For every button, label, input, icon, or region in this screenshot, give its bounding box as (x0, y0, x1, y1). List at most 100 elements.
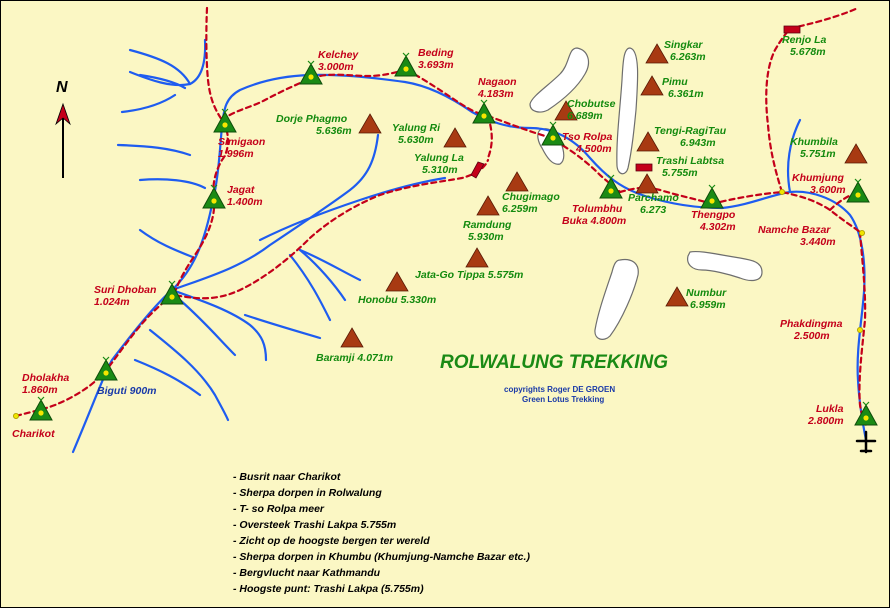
label-phakdingma-elev: 2.500m (793, 330, 830, 342)
trail-main (14, 158, 490, 418)
village-icon (472, 99, 496, 124)
river-w-2 (138, 178, 207, 190)
legend-item: - Bergvlucht naar Kathmandu (233, 567, 381, 579)
trail-north (172, 6, 230, 297)
passes (470, 25, 801, 179)
label-charikot: Charikot (12, 428, 55, 440)
pass-trashi-labtsa-icon (635, 163, 653, 172)
mountain-icon (358, 113, 382, 134)
peaks (340, 43, 868, 348)
legend-item: - Hoogste punt: Trashi Lakpa (5.755m) (233, 583, 424, 595)
label-chobutse-elev: 6.689m (567, 110, 603, 122)
pass-yalung-la-icon (470, 161, 485, 179)
label-nagaon: Nagaon (478, 76, 517, 88)
mountain-icon (844, 143, 868, 164)
label-jagat: Jagat (227, 184, 255, 196)
river-khumbu-upper (786, 118, 802, 194)
label-lukla: Lukla (816, 403, 844, 415)
label-pimu-elev: 6.361m (668, 88, 704, 100)
label-biguti: Biguti 900m (97, 385, 157, 397)
river-jatago (298, 248, 362, 282)
label-tolumbhu: Tolumbhu (572, 203, 623, 215)
mountain-icon (665, 286, 689, 307)
mountain-icon (476, 195, 500, 216)
glacier-south (594, 258, 639, 340)
north-arrow-icon (55, 102, 71, 126)
copyright-line-2: Green Lotus Trekking (522, 395, 604, 404)
label-suri-dhoban-elev: 1.024m (94, 296, 130, 308)
villages (29, 52, 878, 426)
village-icon (202, 184, 226, 209)
north-arrow: N (55, 79, 71, 178)
village-icon (94, 356, 118, 381)
label-khumjung-elev: 3.600m (810, 184, 846, 196)
label-thengpo: Thengpo (691, 209, 736, 221)
label-trashi-labtsa: Trashi Labtsa (656, 155, 724, 167)
village-icon (29, 396, 53, 421)
river-south-2 (178, 298, 237, 357)
label-suri-dhoban: Suri Dhoban (94, 284, 156, 296)
label-chugimago-elev: 6.259m (502, 203, 538, 215)
label-jagat-elev: 1.400m (227, 196, 263, 208)
junction-phakdingma (857, 326, 864, 333)
river-nw-1 (120, 93, 177, 114)
river-honobu (298, 248, 347, 302)
label-yalung-ri-elev: 5.630m (398, 134, 434, 146)
village-icon (599, 174, 623, 199)
legend-item: - T- so Rolpa meer (233, 503, 325, 515)
label-yalung-ri: Yalung Ri (392, 122, 441, 134)
label-tso-rolpa-elev: 4.500m (575, 143, 612, 155)
label-lukla-elev: 2.800m (807, 415, 844, 427)
label-beding: Beding (418, 47, 454, 59)
label-dholakha-elev: 1.860m (22, 384, 58, 396)
label-renjo-la-elev: 5.678m (790, 46, 826, 58)
legend-item: - Oversteek Trashi Lakpa 5.755m (233, 519, 396, 531)
label-beding-elev: 3.693m (418, 59, 454, 71)
village-icon (541, 121, 565, 146)
junction-charikot (12, 412, 19, 419)
label-tengi-ragitau-elev: 6.943m (680, 137, 716, 149)
label-renjo-la: Renjo La (782, 34, 826, 46)
label-numbur: Numbur (686, 287, 727, 299)
legend: - Busrit naar Charikot - Sherpa dorpen i… (233, 471, 530, 595)
mountain-icon (443, 127, 467, 148)
label-kelchey: Kelchey (318, 49, 359, 61)
mountain-icon (635, 173, 659, 194)
label-namche-bazar-elev: 3.440m (800, 236, 836, 248)
label-singkar: Singkar (664, 39, 703, 51)
trail-thengpo-namche (710, 190, 862, 234)
village-icon (854, 401, 878, 426)
label-simigaon: Simigaon (218, 136, 265, 148)
mountain-icon (640, 75, 664, 96)
label-dorje-phagmo-elev: 5.636m (316, 125, 352, 137)
label-thengpo-elev: 4.302m (699, 221, 736, 233)
mountain-icon (505, 171, 529, 192)
label-khumjung: Khumjung (792, 172, 844, 184)
glacier-numbur (687, 250, 763, 282)
north-label: N (56, 79, 68, 96)
mountain-icon (385, 271, 409, 292)
label-chobutse: Chobutse (567, 98, 616, 110)
village-icon (160, 280, 184, 305)
village-icon (299, 60, 323, 85)
legend-item: - Sherpa dorpen in Rolwalung (233, 487, 382, 499)
river-w-3 (138, 228, 197, 260)
label-dholakha: Dholakha (22, 372, 69, 384)
village-icon (700, 184, 724, 209)
label-chugimago: Chugimago (502, 191, 560, 203)
mountain-icon (465, 247, 489, 268)
label-tso-rolpa: Tso Rolpa (562, 131, 613, 143)
label-khumbila-elev: 5.751m (800, 148, 836, 160)
mountain-icon (645, 43, 669, 64)
river-w-1 (116, 143, 192, 157)
label-phakdingma: Phakdingma (780, 318, 843, 330)
label-jata-go-tippa: Jata-Go Tippa 5.575m (415, 269, 523, 281)
label-dorje-phagmo: Dorje Phagmo (276, 113, 348, 125)
label-simigaon-elev: 1.996m (218, 148, 254, 160)
peak-labels: Dorje Phagmo 5.636m Yalung Ri 5.630m Cho… (276, 39, 838, 364)
glacier-trashi (616, 47, 639, 175)
copyright-line-1: copyrights Roger DE GROEN (504, 385, 615, 394)
trail-renjo (765, 6, 860, 194)
trail-trashi (618, 186, 714, 206)
label-ramdung-elev: 5.930m (468, 231, 504, 243)
